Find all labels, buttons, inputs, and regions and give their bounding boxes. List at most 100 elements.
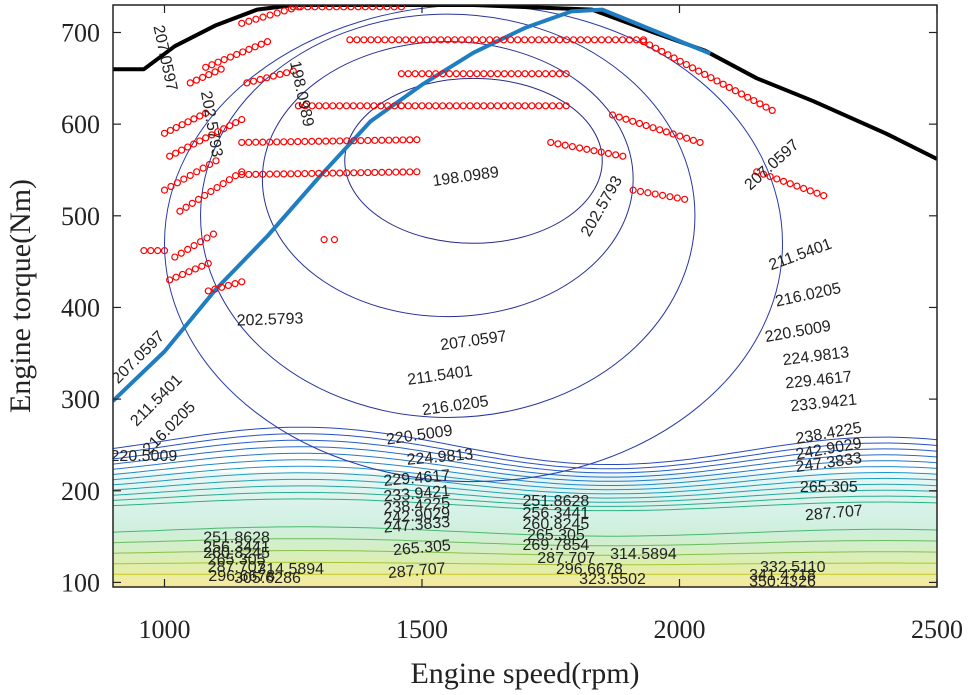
contour-line [113, 433, 937, 470]
operating-point [178, 270, 187, 279]
operating-point [220, 125, 228, 133]
operating-point [315, 137, 323, 145]
operating-point [315, 102, 323, 110]
contour-line [113, 485, 937, 503]
operating-point [639, 38, 648, 46]
operating-point [190, 115, 198, 123]
operating-point [604, 36, 613, 44]
contour-label: 287.707 [387, 560, 446, 582]
operating-point [225, 176, 233, 184]
contour-label: 265.305 [800, 479, 858, 496]
operating-point [535, 36, 543, 44]
operating-point [217, 65, 225, 73]
operating-point [645, 41, 654, 49]
operating-point [294, 5, 302, 11]
operating-point [568, 143, 576, 151]
operating-point [725, 83, 733, 92]
operating-point [322, 169, 330, 177]
operating-point [625, 36, 634, 44]
operating-point [213, 183, 221, 192]
contour-label: 233.9421 [383, 483, 451, 506]
operating-point [395, 36, 403, 44]
operating-point [308, 169, 316, 178]
operating-point [604, 149, 613, 158]
operating-point [367, 36, 375, 44]
operating-point [214, 58, 222, 66]
operating-point [220, 56, 228, 64]
operating-point [259, 13, 267, 21]
operating-point [642, 121, 650, 130]
operating-point [583, 145, 591, 153]
operating-point [493, 102, 502, 110]
operating-point [608, 111, 617, 119]
operating-point [289, 5, 297, 11]
operating-point [249, 77, 258, 85]
operating-point [219, 180, 227, 188]
contour-label: 202.5793 [236, 310, 303, 329]
operating-point [696, 138, 704, 147]
heat-gradient [113, 472, 937, 587]
operating-point [766, 172, 774, 181]
operating-point [411, 102, 419, 110]
operating-point [207, 187, 215, 196]
operating-point [371, 168, 379, 177]
operating-point [371, 136, 379, 144]
operating-point [383, 5, 391, 11]
operating-point [425, 70, 433, 78]
operating-point [425, 102, 433, 110]
contour-line [113, 498, 937, 512]
operating-point [479, 36, 487, 44]
operating-point [418, 102, 426, 110]
contour-label: 332.5110 [760, 559, 826, 576]
operating-point [445, 102, 454, 110]
operating-point [353, 36, 361, 44]
operating-point [202, 63, 210, 71]
operating-point [308, 137, 316, 145]
operating-point [554, 140, 562, 148]
operating-point [172, 123, 180, 132]
contour-label: 265.305 [208, 552, 266, 569]
operating-point [224, 281, 232, 290]
operating-point [280, 7, 288, 15]
operating-point [521, 70, 529, 78]
operating-point [459, 70, 467, 78]
operating-point [364, 136, 372, 145]
operating-point [192, 76, 201, 84]
y-tick-label: 500 [61, 202, 100, 231]
max-torque-curve [113, 5, 937, 161]
operating-point [731, 87, 740, 95]
x-tick-label: 1500 [396, 615, 448, 644]
operating-point [194, 195, 203, 203]
operating-point [487, 102, 495, 110]
contour-line [113, 526, 937, 537]
contour-label: 305.6286 [234, 570, 301, 587]
operating-point [203, 234, 211, 242]
operating-point [166, 276, 174, 284]
operating-point [707, 74, 715, 82]
contour-label: 296.6678 [556, 561, 623, 578]
operating-point [402, 36, 410, 44]
operating-point [350, 169, 358, 177]
operating-point [750, 96, 758, 105]
operating-point [466, 102, 474, 110]
contour-line [113, 472, 937, 495]
operating-point [392, 136, 400, 144]
operating-point [404, 102, 412, 110]
operating-point [439, 70, 447, 78]
contour-label: 229.4617 [383, 467, 451, 490]
operating-point [160, 129, 169, 137]
operating-point [444, 36, 452, 44]
operating-point [332, 5, 341, 11]
operating-point [445, 70, 454, 78]
operating-point [154, 247, 162, 255]
operating-point [294, 138, 302, 146]
operating-point [252, 138, 260, 146]
operating-point [762, 103, 770, 111]
operating-point [199, 164, 207, 172]
operating-points [140, 5, 828, 295]
operating-point [336, 169, 344, 177]
contour-label: 323.5502 [579, 571, 646, 588]
operating-point [257, 40, 265, 48]
operating-point [507, 102, 515, 110]
operating-point [418, 70, 426, 78]
